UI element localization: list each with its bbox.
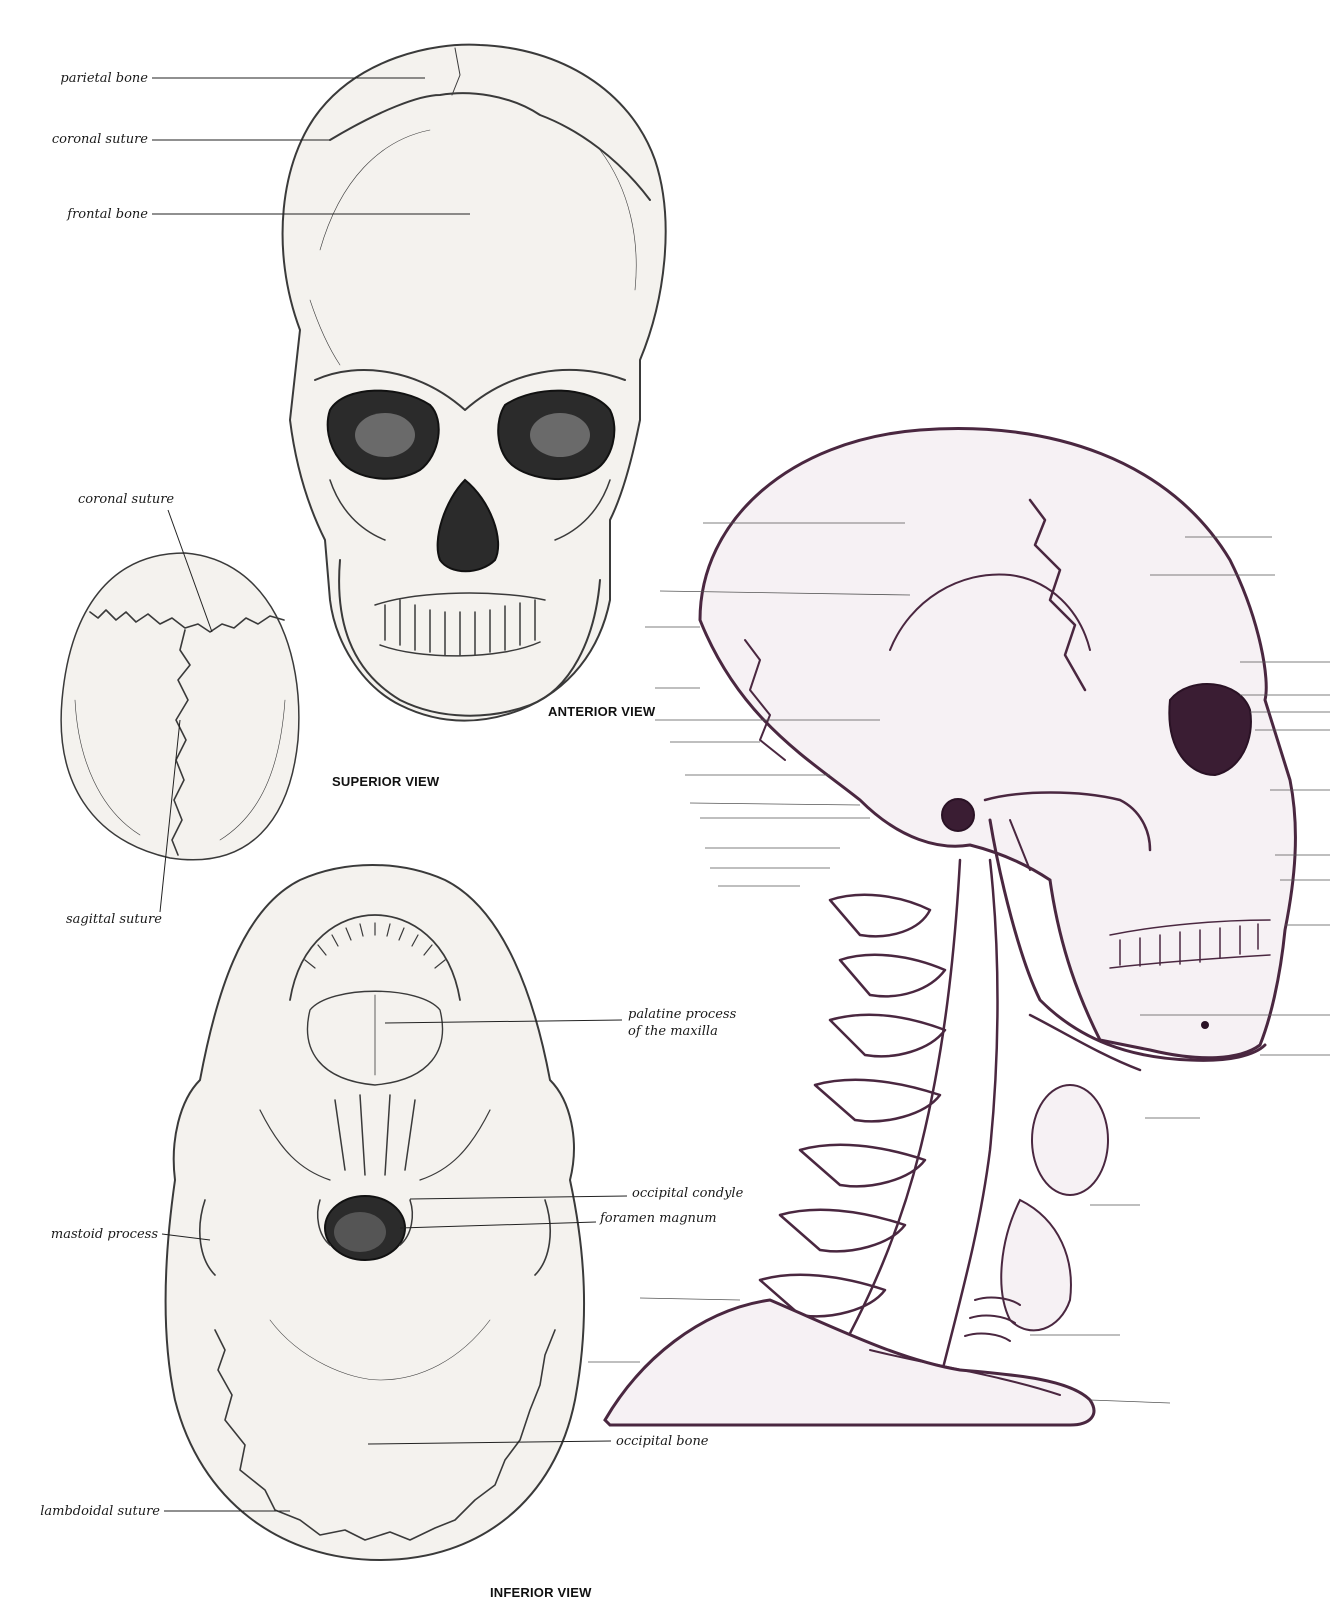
title-superior-view: SUPERIOR VIEW (332, 774, 440, 789)
label-frontal-bone: frontal bone (66, 207, 148, 222)
blank-leader (690, 803, 860, 805)
blank-leader (640, 1298, 740, 1300)
anterior-skull-drawing (283, 45, 666, 721)
blank-leader (1090, 1400, 1170, 1403)
label-occipital-bone: occipital bone (616, 1434, 709, 1449)
lateral-skull-neck-drawing (605, 429, 1295, 1425)
label-coronal-suture-superior: coronal suture (78, 492, 174, 507)
inferior-skull-drawing (166, 865, 585, 1560)
label-sagittal-suture: sagittal suture (66, 912, 162, 927)
label-palatine-process-line2: of the maxilla (628, 1024, 718, 1039)
label-palatine-process-line1: palatine process (628, 1007, 737, 1022)
label-occipital-condyle: occipital condyle (632, 1186, 744, 1201)
label-coronal-suture-anterior: coronal suture (52, 132, 148, 147)
label-lambdoidal-suture: lambdoidal suture (40, 1504, 160, 1519)
title-anterior-view: ANTERIOR VIEW (548, 704, 656, 719)
label-foramen-magnum: foramen magnum (599, 1211, 717, 1226)
label-parietal-bone: parietal bone (60, 71, 148, 86)
title-inferior-view: INFERIOR VIEW (490, 1585, 592, 1600)
label-mastoid-process: mastoid process (51, 1227, 158, 1242)
superior-skull-drawing (61, 553, 299, 860)
